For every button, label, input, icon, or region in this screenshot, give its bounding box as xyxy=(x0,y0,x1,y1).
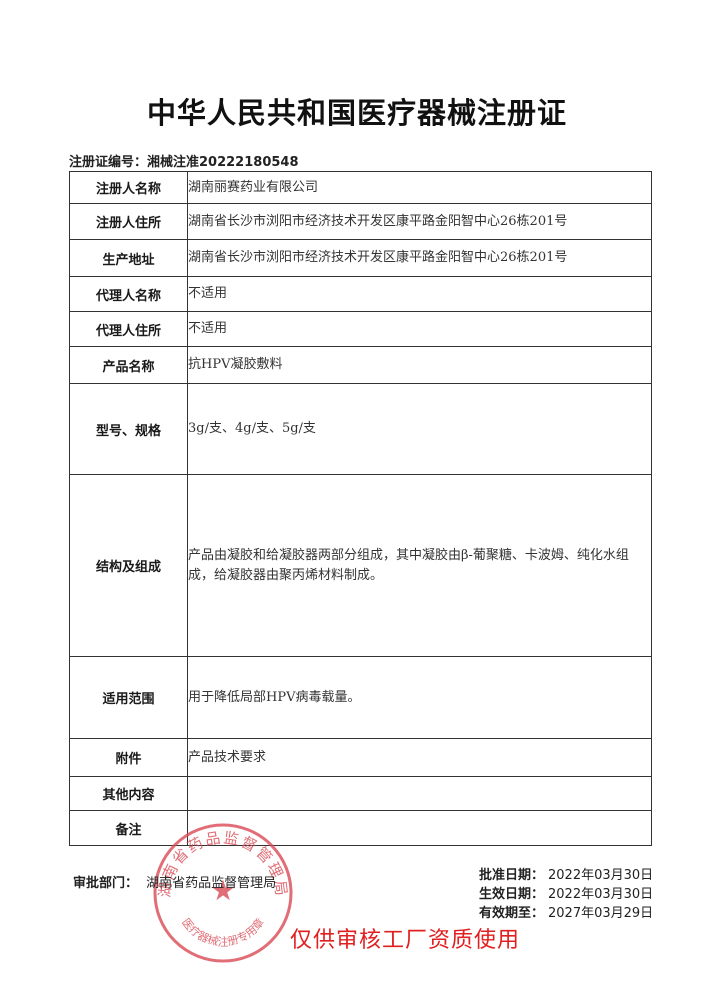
certificate-table: 注册人名称 湖南丽赛药业有限公司 注册人住所 湖南省长沙市浏阳市经济技术开发区康… xyxy=(69,171,652,846)
effective-date: 生效日期：2022年03月30日 xyxy=(479,885,653,904)
row-structure: 结构及组成 产品由凝胶和给凝胶器两部分组成，其中凝胶由β-葡聚糖、卡波姆、纯化水… xyxy=(69,474,652,657)
row-attachments: 附件 产品技术要求 xyxy=(69,738,652,777)
expiry-date: 有效期至：2027年03月29日 xyxy=(479,904,653,923)
approval-dept-label: 审批部门： xyxy=(73,876,139,891)
registration-number: 注册证编号：湘械注准20222180548 xyxy=(69,155,299,170)
row-value: 用于降低局部HPV病毒载量。 xyxy=(187,656,652,739)
row-value: 产品由凝胶和给凝胶器两部分组成，其中凝胶由β-葡聚糖、卡波姆、纯化水组成，给凝胶… xyxy=(187,474,652,657)
date-label: 有效期至： xyxy=(479,906,545,921)
svg-text:医疗器械注册专用章: 医疗器械注册专用章 xyxy=(179,915,267,948)
date-label: 批准日期： xyxy=(479,868,545,883)
row-label: 注册人名称 xyxy=(69,171,188,204)
row-label: 代理人住所 xyxy=(69,311,188,347)
row-value: 湖南省长沙市浏阳市经济技术开发区康平路金阳智中心26栋201号 xyxy=(187,203,652,240)
approval-date: 批准日期：2022年03月30日 xyxy=(479,866,653,885)
row-label: 备注 xyxy=(69,810,188,846)
official-seal: 湖南省药品监督管理局 ★ 医疗器械注册专用章 xyxy=(153,823,293,963)
row-production-address: 生产地址 湖南省长沙市浏阳市经济技术开发区康平路金阳智中心26栋201号 xyxy=(69,239,652,277)
row-value: 不适用 xyxy=(187,276,652,312)
date-value: 2022年03月30日 xyxy=(548,887,654,902)
row-value: 抗HPV凝胶敷料 xyxy=(187,346,652,384)
row-label: 型号、规格 xyxy=(69,383,188,475)
row-value: 不适用 xyxy=(187,311,652,347)
row-value: 湖南丽赛药业有限公司 xyxy=(187,171,652,204)
row-value: 湖南省长沙市浏阳市经济技术开发区康平路金阳智中心26栋201号 xyxy=(187,239,652,277)
review-only-note: 仅供审核工厂资质使用 xyxy=(290,928,521,953)
date-label: 生效日期： xyxy=(479,887,545,902)
row-scope: 适用范围 用于降低局部HPV病毒载量。 xyxy=(69,656,652,739)
row-registrant-address: 注册人住所 湖南省长沙市浏阳市经济技术开发区康平路金阳智中心26栋201号 xyxy=(69,203,652,240)
document-title: 中华人民共和国医疗器械注册证 xyxy=(146,96,567,130)
row-label: 其他内容 xyxy=(69,776,188,811)
row-other: 其他内容 xyxy=(69,776,652,811)
date-value: 2022年03月30日 xyxy=(548,868,654,883)
row-value xyxy=(187,776,652,811)
approval-dept-value: 湖南省药品监督管理局 xyxy=(146,876,277,891)
row-label: 适用范围 xyxy=(69,656,188,739)
row-product-name: 产品名称 抗HPV凝胶敷料 xyxy=(69,346,652,384)
row-model-spec: 型号、规格 3g/支、4g/支、5g/支 xyxy=(69,383,652,475)
row-agent-name: 代理人名称 不适用 xyxy=(69,276,652,312)
row-agent-address: 代理人住所 不适用 xyxy=(69,311,652,347)
svg-text:★: ★ xyxy=(210,874,235,907)
row-label: 结构及组成 xyxy=(69,474,188,657)
row-value: 3g/支、4g/支、5g/支 xyxy=(187,383,652,475)
row-label: 生产地址 xyxy=(69,239,188,277)
row-value: 产品技术要求 xyxy=(187,738,652,777)
row-label: 代理人名称 xyxy=(69,276,188,312)
date-value: 2027年03月29日 xyxy=(548,906,654,921)
row-label: 注册人住所 xyxy=(69,203,188,240)
row-remarks: 备注 xyxy=(69,810,652,846)
date-block: 批准日期：2022年03月30日 生效日期：2022年03月30日 有效期至：2… xyxy=(479,866,653,923)
row-label: 附件 xyxy=(69,738,188,777)
row-registrant-name: 注册人名称 湖南丽赛药业有限公司 xyxy=(69,171,652,204)
approval-department: 审批部门： 湖南省药品监督管理局 xyxy=(73,872,276,891)
row-label: 产品名称 xyxy=(69,346,188,384)
